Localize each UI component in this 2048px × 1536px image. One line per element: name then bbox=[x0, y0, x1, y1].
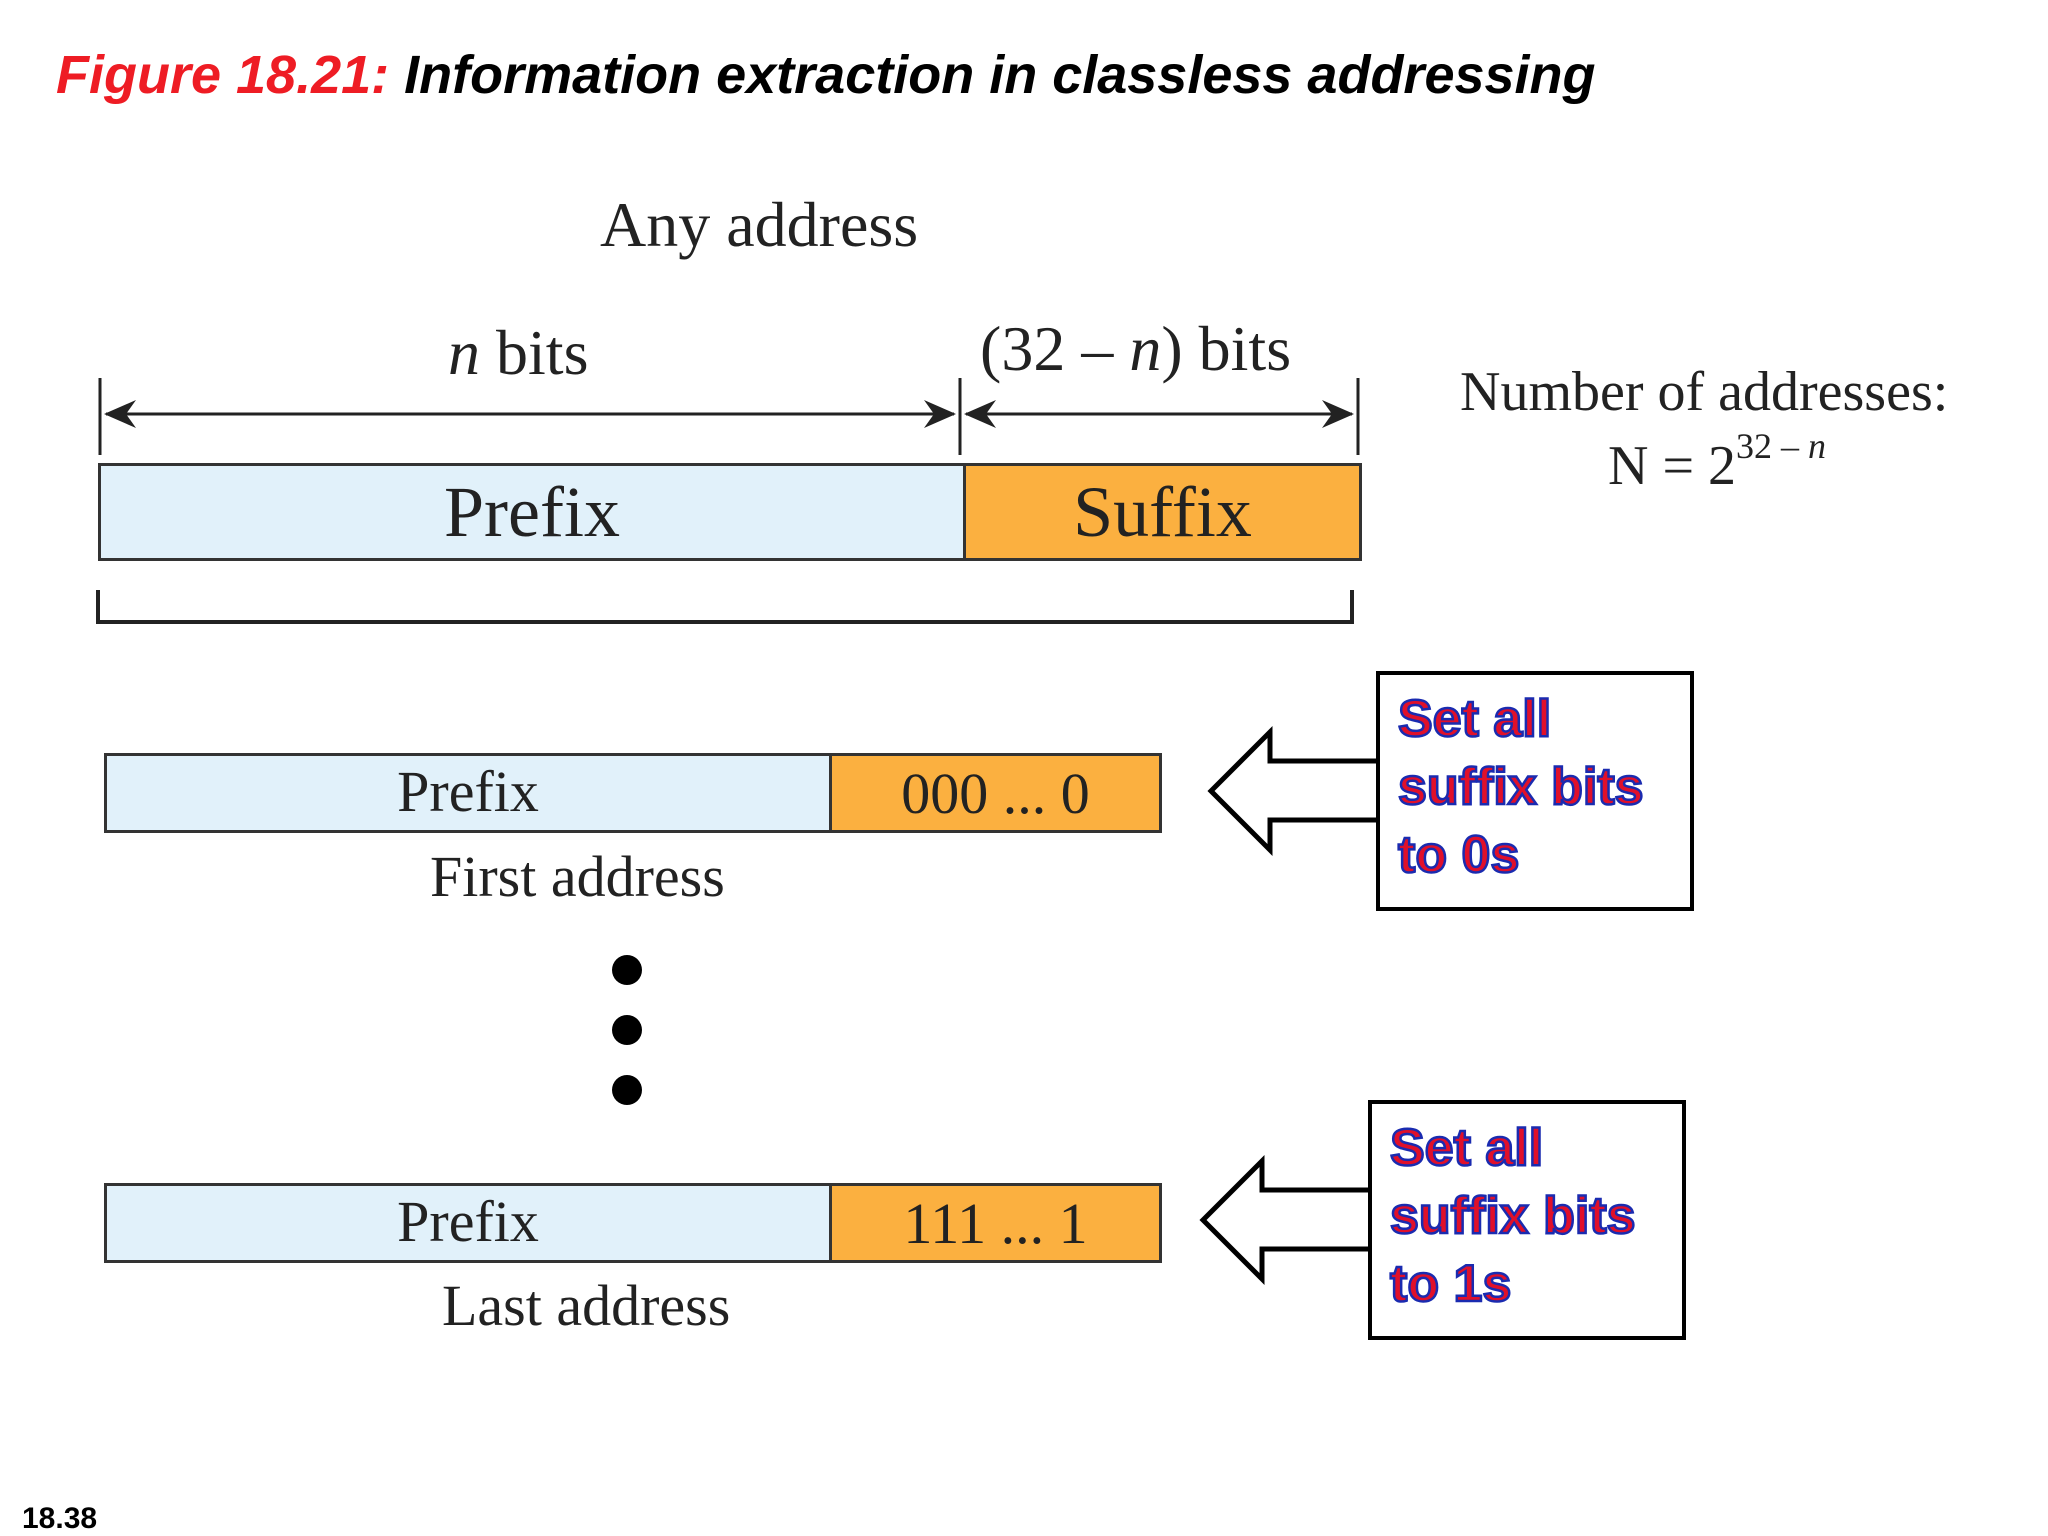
dot bbox=[612, 955, 642, 985]
number-of-addresses-label: Number of addresses: bbox=[1460, 361, 1949, 423]
last-address-bar: Prefix 111 ... 1 bbox=[104, 1183, 1162, 1263]
last-address-prefix: Prefix bbox=[107, 1186, 829, 1260]
formula-exponent-prefix: 32 – bbox=[1736, 426, 1809, 466]
double-arrow-icon bbox=[98, 378, 1360, 455]
suffix-segment: Suffix bbox=[963, 466, 1359, 558]
first-address-caption: First address bbox=[430, 844, 725, 909]
callout-line: to 1s bbox=[1389, 1254, 1513, 1315]
page-number: 18.38 bbox=[22, 1502, 98, 1535]
first-address-bar: Prefix 000 ... 0 bbox=[104, 753, 1162, 833]
last-address-callout: Set all suffix bits to 1s bbox=[1368, 1100, 1686, 1340]
prefix-width-label: n bits bbox=[448, 316, 588, 390]
figure-title: Figure 18.21: Information extraction in … bbox=[56, 44, 1596, 106]
figure-label: Figure 18.21: bbox=[56, 45, 390, 105]
callout-line: to 0s bbox=[1397, 825, 1521, 886]
left-block-arrow-icon bbox=[1207, 725, 1383, 857]
any-address-bar: Prefix Suffix bbox=[98, 463, 1362, 561]
first-address-callout: Set all suffix bits to 0s bbox=[1376, 671, 1694, 911]
dot bbox=[612, 1015, 642, 1045]
first-address-suffix: 000 ... 0 bbox=[829, 756, 1159, 830]
left-block-arrow-icon bbox=[1199, 1154, 1375, 1286]
range-bracket bbox=[96, 590, 1354, 624]
formula-base: N = 2 bbox=[1608, 435, 1737, 497]
callout-line: Set all bbox=[1389, 1118, 1545, 1179]
prefix-width-unit: bits bbox=[496, 317, 589, 388]
suffix-width-close: ) bits bbox=[1161, 313, 1292, 384]
last-address-suffix: 111 ... 1 bbox=[829, 1186, 1159, 1260]
formula-exponent-var: n bbox=[1808, 426, 1827, 466]
number-of-addresses-formula: N = 232 – n bbox=[1608, 426, 1826, 498]
first-address-prefix: Prefix bbox=[107, 756, 829, 830]
callout-line: suffix bits bbox=[1397, 757, 1645, 818]
ellipsis-dots-icon bbox=[612, 955, 642, 1105]
last-address-caption: Last address bbox=[442, 1273, 731, 1338]
figure-caption: Information extraction in classless addr… bbox=[404, 45, 1596, 105]
prefix-width-var: n bbox=[448, 317, 480, 388]
callout-line: Set all bbox=[1397, 689, 1553, 750]
suffix-width-open: (32 – bbox=[980, 313, 1130, 384]
callout-line: suffix bits bbox=[1389, 1186, 1637, 1247]
any-address-heading: Any address bbox=[600, 189, 919, 260]
suffix-width-label: (32 – n) bits bbox=[980, 312, 1291, 386]
dot bbox=[612, 1075, 642, 1105]
prefix-segment: Prefix bbox=[101, 466, 963, 558]
suffix-width-var: n bbox=[1129, 313, 1162, 384]
